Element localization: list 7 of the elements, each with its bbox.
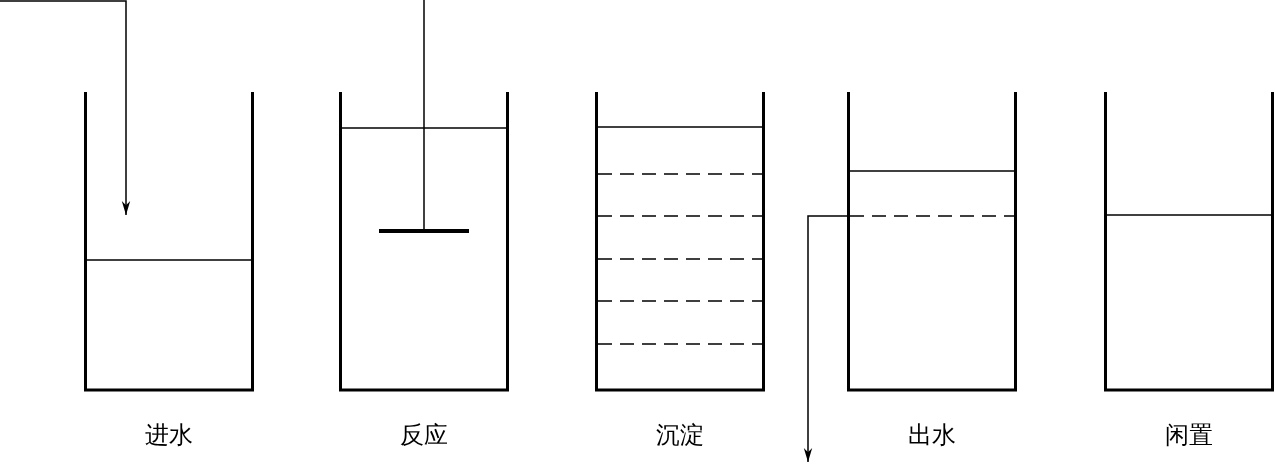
stage-label: 沉淀 [655, 420, 705, 450]
stage-label: 出水 [907, 420, 957, 450]
stage-label: 反应 [399, 420, 449, 450]
arrow [803, 215, 848, 463]
stage-label: 闲置 [1164, 420, 1214, 450]
arrow [0, 0, 131, 216]
stage-label: 进水 [144, 420, 194, 450]
